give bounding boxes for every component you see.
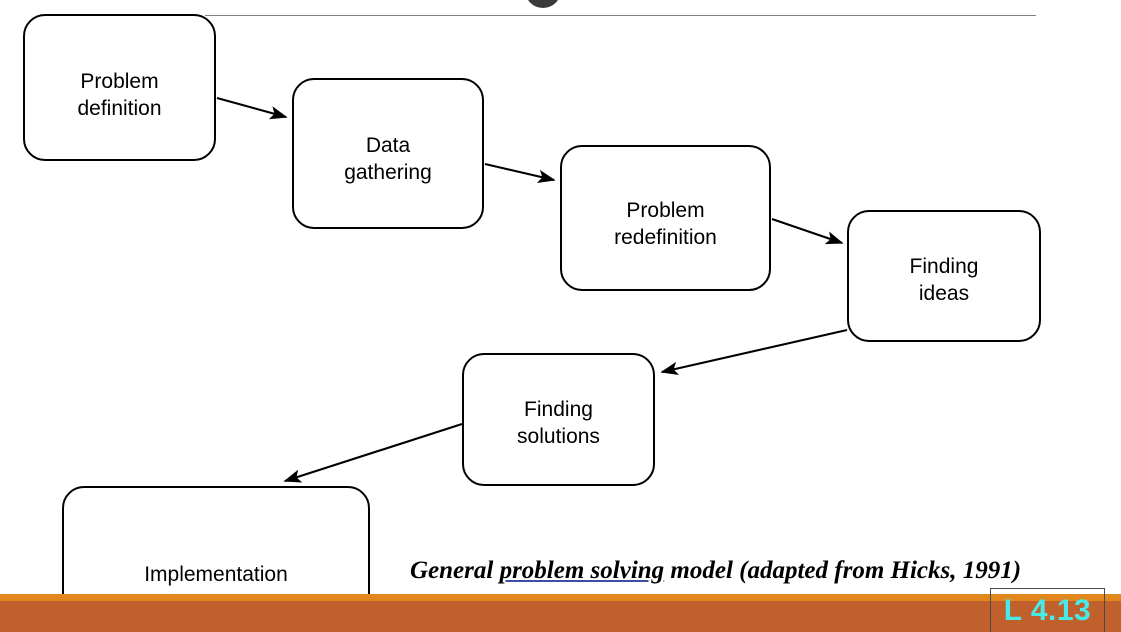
footer-band-bright bbox=[0, 594, 1121, 601]
page-number-badge: L 4.13 bbox=[990, 588, 1105, 632]
node-problem-redefinition-label: Problem redefinition bbox=[614, 199, 717, 249]
node-problem-redefinition[interactable]: Problem redefinition bbox=[560, 145, 771, 291]
node-finding-solutions-label: Finding solutions bbox=[517, 398, 600, 448]
node-problem-definition[interactable]: Problem definition bbox=[23, 14, 216, 161]
node-implementation-label: Implementation bbox=[144, 563, 288, 587]
caption-prefix: General bbox=[410, 557, 500, 584]
node-finding-solutions[interactable]: Finding solutions bbox=[462, 353, 655, 486]
caption-underlined-term: problem solving bbox=[499, 557, 665, 584]
footer-band-deep bbox=[0, 601, 1121, 632]
node-finding-ideas[interactable]: Finding ideas bbox=[847, 210, 1041, 342]
page-number-badge-label: L 4.13 bbox=[1003, 593, 1092, 627]
node-problem-definition-label: Problem definition bbox=[77, 70, 162, 120]
node-finding-ideas-label: Finding ideas bbox=[909, 255, 979, 305]
edge-problem-definition-to-data-gathering bbox=[216, 96, 288, 120]
caption-suffix: model (adapted from Hicks, 1991) bbox=[664, 557, 1022, 584]
title-remnant-glyph bbox=[525, 0, 561, 8]
node-data-gathering-label: Data gathering bbox=[344, 134, 432, 184]
edge-finding-solutions-to-implementation bbox=[283, 423, 463, 483]
node-data-gathering[interactable]: Data gathering bbox=[292, 78, 484, 229]
diagram-caption: General problem solving model (adapted f… bbox=[410, 557, 1021, 585]
edge-problem-redefinition-to-finding-ideas bbox=[771, 218, 844, 245]
edge-data-gathering-to-problem-redefinition bbox=[484, 162, 556, 183]
header-divider-rule bbox=[205, 15, 1036, 16]
edge-finding-ideas-to-finding-solutions bbox=[660, 328, 848, 376]
